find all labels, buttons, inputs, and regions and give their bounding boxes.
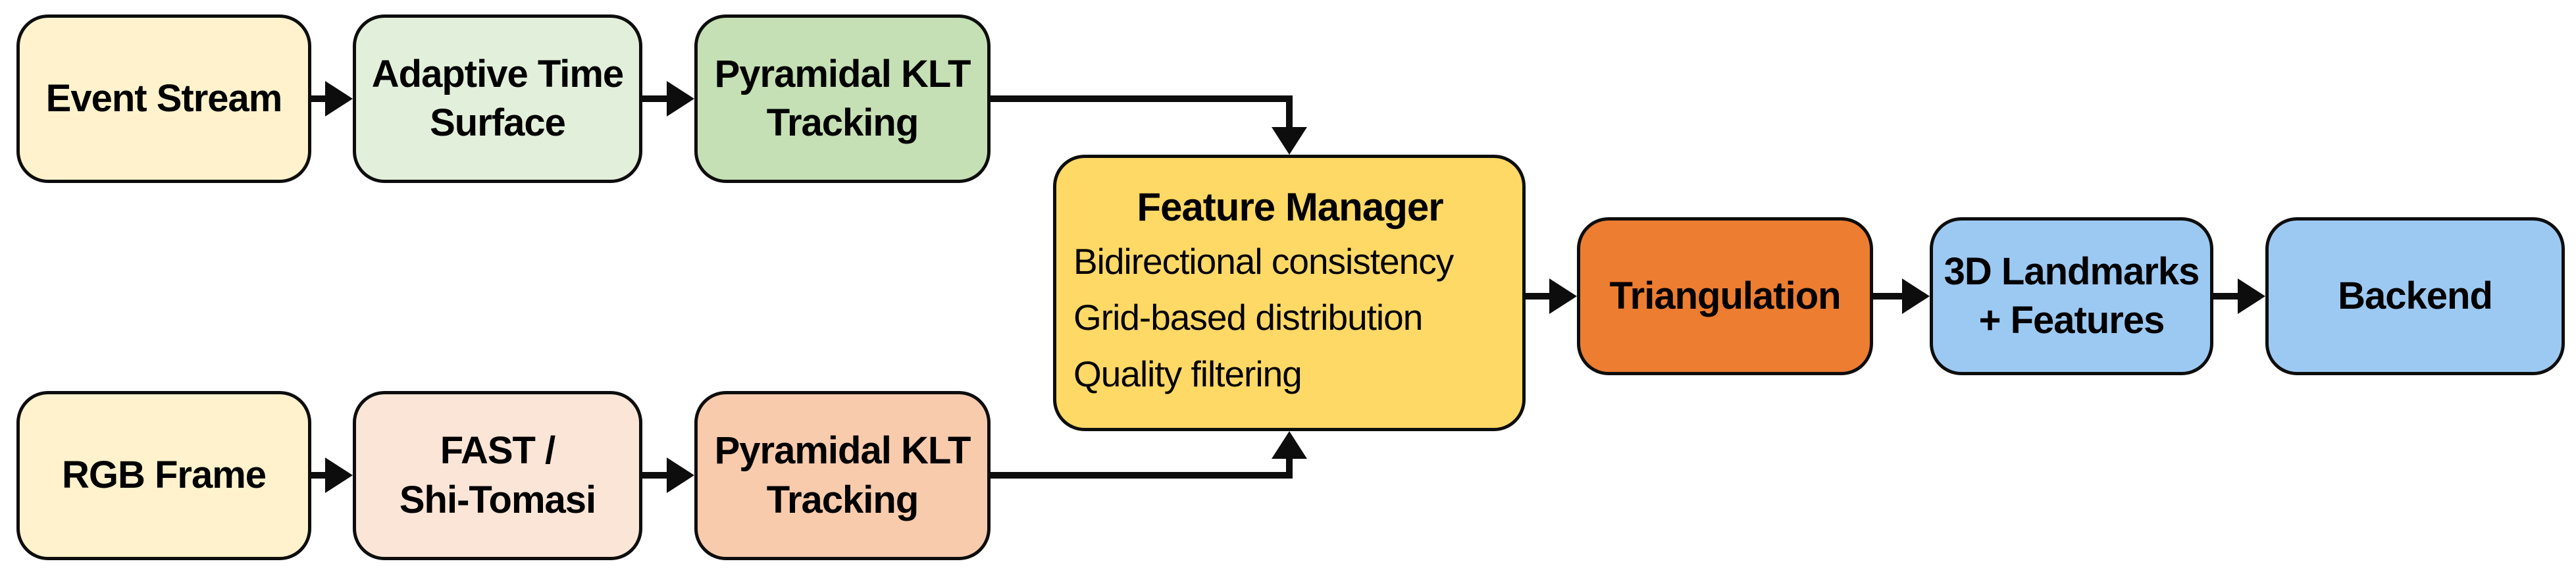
arrow-line — [642, 472, 668, 479]
node-fast-shi-tomasi: FAST / Shi-Tomasi — [353, 391, 642, 560]
node-label: Pyramidal KLT Tracking — [715, 50, 971, 147]
label-line: Pyramidal KLT — [714, 429, 971, 473]
arrow-line — [1286, 95, 1293, 135]
node-backend: Backend — [2265, 217, 2565, 375]
node-label: RGB Frame — [61, 454, 267, 497]
arrowhead-right — [325, 457, 353, 493]
label-line: + Features — [1978, 299, 2165, 342]
node-label: FAST / Shi-Tomasi — [399, 427, 596, 524]
arrow-line — [2213, 293, 2240, 300]
node-feature-manager: Feature Manager Bidirectional consistenc… — [1053, 155, 1526, 431]
arrowhead-right — [1549, 278, 1577, 314]
node-label: Event Stream — [45, 76, 283, 120]
feature-manager-title: Feature Manager — [1137, 185, 1443, 229]
label-line: Pyramidal KLT — [714, 52, 971, 95]
label-line: Surface — [430, 101, 566, 144]
label-line: Shi-Tomasi — [399, 478, 596, 521]
arrow-line — [1873, 293, 1903, 300]
label-line: FAST / — [440, 429, 555, 473]
node-adaptive-time-surface: Adaptive Time Surface — [353, 14, 642, 183]
node-label: Triangulation — [1609, 274, 1841, 317]
node-label: Backend — [2338, 274, 2493, 317]
node-rgb-frame: RGB Frame — [16, 391, 311, 560]
arrowhead-right — [667, 81, 694, 117]
label-line: Tracking — [766, 101, 919, 144]
arrowhead-up — [1272, 431, 1307, 459]
label-line: Tracking — [766, 478, 919, 521]
feature-manager-item: Grid-based distribution — [1073, 297, 1423, 338]
node-pyramidal-klt-event: Pyramidal KLT Tracking — [694, 14, 991, 183]
arrow-line — [991, 472, 1293, 479]
arrowhead-right — [667, 457, 694, 493]
arrowhead-right — [1902, 278, 1930, 314]
feature-manager-item: Bidirectional consistency — [1073, 241, 1454, 282]
arrowhead-down — [1272, 127, 1307, 155]
feature-manager-item: Quality filtering — [1073, 353, 1302, 394]
arrowhead-right — [325, 81, 353, 117]
label-line: Adaptive Time — [371, 52, 624, 95]
arrow-line — [311, 95, 328, 102]
arrow-line — [311, 472, 328, 479]
node-label: Adaptive Time Surface — [371, 50, 624, 147]
arrow-line — [642, 95, 668, 102]
arrow-line — [991, 95, 1293, 102]
arrow-line — [1526, 293, 1551, 300]
node-label: Pyramidal KLT Tracking — [715, 427, 971, 524]
node-triangulation: Triangulation — [1577, 217, 1873, 375]
node-event-stream: Event Stream — [16, 14, 311, 183]
label-line: 3D Landmarks — [1944, 249, 2200, 293]
arrow-line — [1286, 454, 1293, 475]
node-pyramidal-klt-rgb: Pyramidal KLT Tracking — [694, 391, 991, 560]
arrowhead-right — [2238, 278, 2265, 314]
node-label: 3D Landmarks + Features — [1944, 248, 2200, 345]
node-3d-landmarks-features: 3D Landmarks + Features — [1930, 217, 2213, 375]
